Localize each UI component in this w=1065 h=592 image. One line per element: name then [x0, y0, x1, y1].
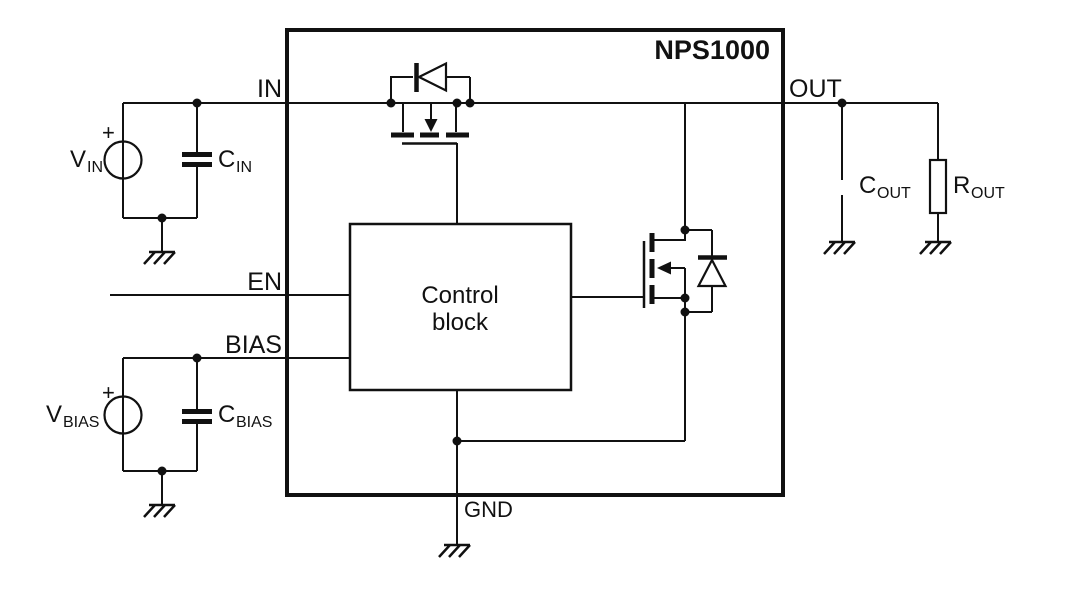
rout-label-sub: OUT: [971, 185, 1005, 202]
junction-dot: [192, 98, 202, 108]
passfet-diode-triangle: [416, 61, 448, 93]
junction-dot: [452, 436, 462, 446]
junction-dot: [837, 98, 847, 108]
pin-label-out: OUT: [789, 75, 842, 103]
gnd-pin-ground-symbol: [438, 543, 471, 558]
junction-dot: [680, 307, 690, 317]
vbias-source-circle: [103, 395, 143, 435]
passfet-diode-wire-left: [390, 76, 413, 103]
cbias-label-sub: BIAS: [236, 414, 272, 431]
junction-dot: [157, 213, 167, 223]
control-block-label-line1: Control: [421, 282, 498, 309]
junction-dot: [465, 98, 475, 108]
cout-label-sub: OUT: [877, 185, 911, 202]
junction-dot: [192, 353, 202, 363]
cbias-capacitor: [182, 409, 212, 424]
cin-capacitor: [182, 152, 212, 167]
pin-label-gnd: GND: [464, 497, 513, 522]
vbias-plus-sign: +: [102, 380, 115, 405]
vin-source-circle: [103, 140, 143, 180]
vin-label-sub: IN: [87, 159, 103, 176]
nmos-diode-wire-top: [685, 229, 713, 256]
pin-label-in: IN: [257, 75, 282, 103]
nmos-body-arrowhead: [657, 261, 671, 275]
wires: [110, 102, 939, 545]
cout-ground-symbol: [823, 240, 856, 255]
nmos-diode-triangle: [696, 257, 728, 288]
vin-plus-sign: +: [102, 120, 115, 145]
passfet-body-arrowhead: [424, 119, 438, 132]
cout-label-main: C: [859, 172, 876, 199]
junction-dot: [452, 98, 462, 108]
nmos-drain-stub: [654, 230, 686, 241]
junction-dot: [680, 225, 690, 235]
vin-source: [103, 140, 143, 180]
vbias-source: [103, 395, 143, 435]
vin-label-main: V: [70, 146, 86, 173]
cbias-label-main: C: [218, 401, 235, 428]
control-block-label-line2: block: [432, 309, 489, 336]
control-block-box: [348, 222, 573, 392]
rout-label-main: R: [953, 172, 970, 199]
discharge-nmos: [642, 229, 728, 313]
vin-ground-symbol: [143, 250, 176, 265]
ground-symbols: [143, 240, 952, 558]
rout-resistor-body: [928, 158, 948, 215]
junction-dot: [157, 466, 167, 476]
cin-label-sub: IN: [236, 159, 252, 176]
pin-label-bias: BIAS: [225, 331, 282, 359]
rout-ground-symbol: [919, 240, 952, 255]
vbias-ground-symbol: [143, 503, 176, 518]
chip-name-label: NPS1000: [654, 35, 770, 65]
junction-dot: [680, 293, 690, 303]
pin-label-en: EN: [247, 268, 282, 296]
junction-dot: [386, 98, 396, 108]
ic-boundary-box: [285, 28, 785, 497]
labels: NPS1000 IN OUT EN BIAS GND Control block…: [46, 35, 1005, 522]
nmos-body-arrow-line: [670, 267, 686, 298]
vbias-label-sub: BIAS: [63, 414, 99, 431]
pass-fet: [390, 61, 471, 145]
vbias-label-main: V: [46, 401, 62, 428]
junction-dots: [157, 98, 847, 476]
cin-label-main: C: [218, 146, 235, 173]
